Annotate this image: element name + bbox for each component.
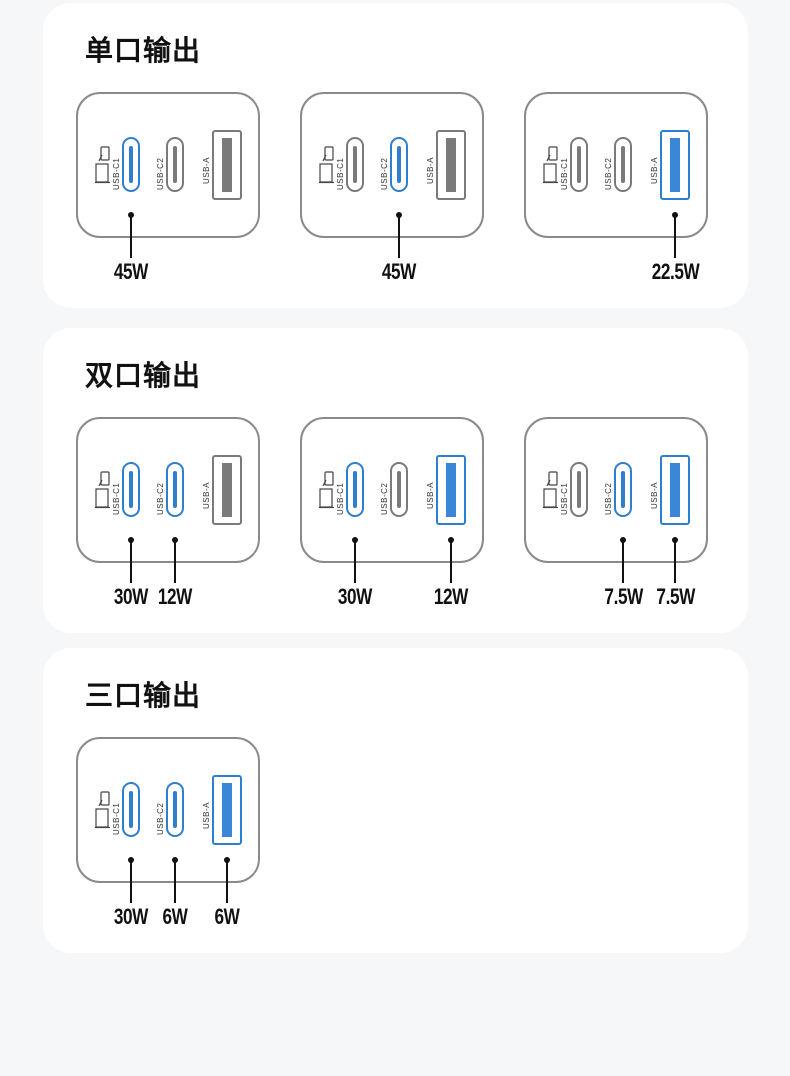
port-label-a: USB-A <box>650 482 659 509</box>
laptop-phone-icon <box>543 471 558 509</box>
charger-config: USB-C1 USB-C2 USB-A 7.5W 7.5W <box>491 417 709 617</box>
port-label-a: USB-A <box>426 482 435 509</box>
wattage-label: 45W <box>381 259 417 284</box>
usb-c1-port <box>122 462 140 517</box>
output-mode-card: 三口输出 USB-C1 USB-C2 USB-A 30W 6W 6W <box>43 648 748 953</box>
port-label-c2: USB-C2 <box>380 157 389 190</box>
wattage-label: 12W <box>433 584 469 609</box>
charger-config: USB-C1 USB-C2 USB-A 30W 12W <box>267 417 485 617</box>
usb-c2-port <box>614 137 632 192</box>
port-label-c1: USB-C1 <box>336 157 345 190</box>
charger-config: USB-C1 USB-C2 USB-A 45W <box>43 92 261 292</box>
port-label-a: USB-A <box>202 157 211 184</box>
usb-c2-port <box>166 782 184 837</box>
usb-c1-port <box>570 137 588 192</box>
leader-line <box>130 540 132 583</box>
usb-c2-port <box>166 462 184 517</box>
laptop-phone-icon <box>543 146 558 184</box>
wattage-label: 7.5W <box>655 584 695 609</box>
leader-line <box>174 540 176 583</box>
usb-a-port <box>212 455 242 525</box>
laptop-phone-icon <box>319 146 334 184</box>
port-label-a: USB-A <box>650 157 659 184</box>
charger-config: USB-C1 USB-C2 USB-A 22.5W <box>491 92 709 292</box>
usb-c1-port <box>122 782 140 837</box>
laptop-phone-icon <box>95 791 110 829</box>
charger-face: USB-C1 USB-C2 USB-A <box>300 417 484 563</box>
port-label-c1: USB-C1 <box>336 482 345 515</box>
charger-config: USB-C1 USB-C2 USB-A 45W <box>267 92 485 292</box>
wattage-label: 6W <box>214 904 240 929</box>
usb-a-port <box>212 775 242 845</box>
usb-a-port <box>436 455 466 525</box>
usb-c2-port <box>390 137 408 192</box>
laptop-phone-icon <box>319 471 334 509</box>
port-label-c1: USB-C1 <box>560 482 569 515</box>
charger-face: USB-C1 USB-C2 USB-A <box>524 92 708 238</box>
wattage-label: 30W <box>113 904 149 929</box>
charger-face: USB-C1 USB-C2 USB-A <box>76 92 260 238</box>
port-label-c1: USB-C1 <box>560 157 569 190</box>
wattage-label: 30W <box>113 584 149 609</box>
wattage-label: 12W <box>157 584 193 609</box>
laptop-phone-icon <box>95 146 110 184</box>
section-title: 三口输出 <box>85 680 202 711</box>
leader-line <box>130 215 132 258</box>
usb-c2-port <box>614 462 632 517</box>
usb-a-port <box>660 130 690 200</box>
port-label-c2: USB-C2 <box>156 482 165 515</box>
port-label-c2: USB-C2 <box>604 157 613 190</box>
port-label-c1: USB-C1 <box>112 802 121 835</box>
wattage-label: 30W <box>337 584 373 609</box>
usb-a-port <box>212 130 242 200</box>
charger-config: USB-C1 USB-C2 USB-A 30W 6W 6W <box>43 737 261 937</box>
leader-line <box>398 215 400 258</box>
wattage-label: 7.5W <box>603 584 643 609</box>
usb-c2-port <box>390 462 408 517</box>
charger-config: USB-C1 USB-C2 USB-A 30W 12W <box>43 417 261 617</box>
leader-line <box>354 540 356 583</box>
usb-c1-port <box>570 462 588 517</box>
port-label-c2: USB-C2 <box>156 802 165 835</box>
usb-a-port <box>660 455 690 525</box>
section-title: 双口输出 <box>85 360 202 391</box>
charger-face: USB-C1 USB-C2 USB-A <box>300 92 484 238</box>
usb-c2-port <box>166 137 184 192</box>
leader-line <box>674 215 676 258</box>
port-label-c2: USB-C2 <box>380 482 389 515</box>
port-label-a: USB-A <box>202 802 211 829</box>
port-label-a: USB-A <box>202 482 211 509</box>
port-label-c2: USB-C2 <box>604 482 613 515</box>
usb-c1-port <box>346 462 364 517</box>
wattage-label: 45W <box>113 259 149 284</box>
wattage-label: 22.5W <box>651 259 699 284</box>
leader-line <box>174 860 176 903</box>
usb-a-port <box>436 130 466 200</box>
leader-line <box>130 860 132 903</box>
leader-line <box>226 860 228 903</box>
charger-face: USB-C1 USB-C2 USB-A <box>76 737 260 883</box>
leader-line <box>674 540 676 583</box>
wattage-label: 6W <box>162 904 188 929</box>
charger-face: USB-C1 USB-C2 USB-A <box>76 417 260 563</box>
usb-c1-port <box>122 137 140 192</box>
port-label-c2: USB-C2 <box>156 157 165 190</box>
port-label-c1: USB-C1 <box>112 482 121 515</box>
laptop-phone-icon <box>95 471 110 509</box>
port-label-a: USB-A <box>426 157 435 184</box>
port-label-c1: USB-C1 <box>112 157 121 190</box>
leader-line <box>622 540 624 583</box>
usb-c1-port <box>346 137 364 192</box>
charger-face: USB-C1 USB-C2 USB-A <box>524 417 708 563</box>
section-title: 单口输出 <box>85 35 202 66</box>
leader-line <box>450 540 452 583</box>
